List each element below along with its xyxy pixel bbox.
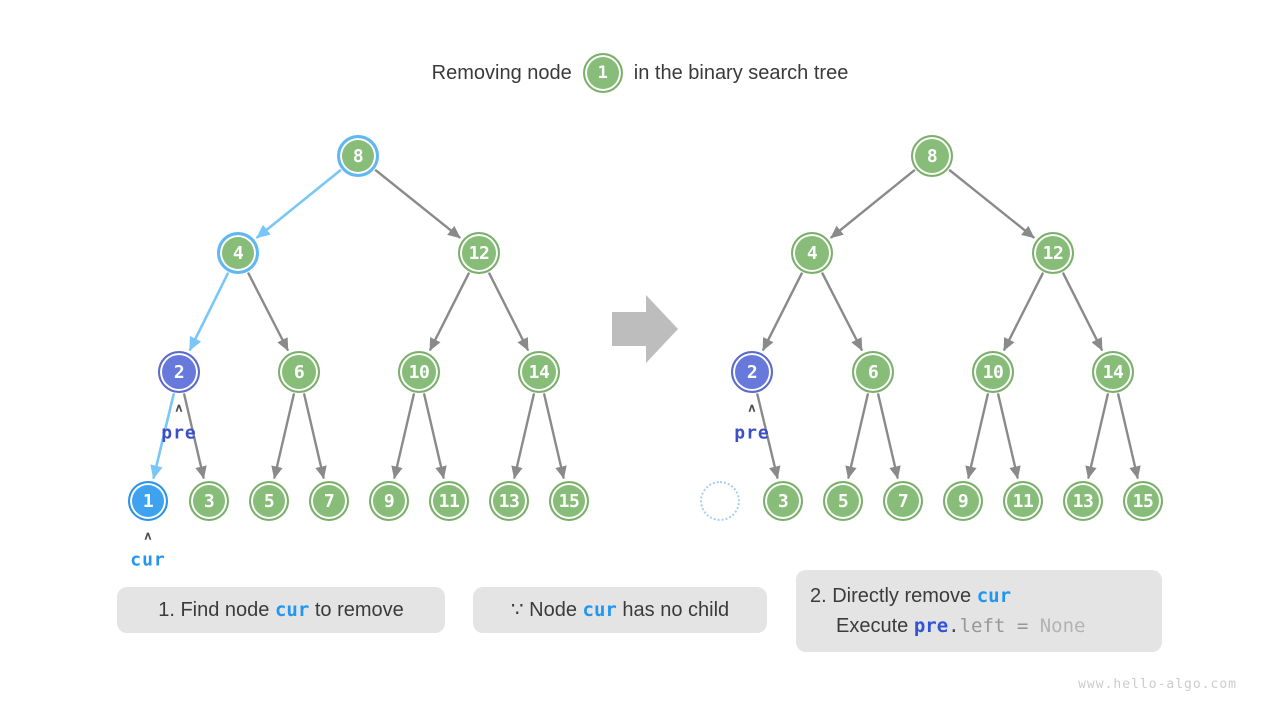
caption-step-1-segment: to remove <box>309 599 404 621</box>
edge-10-11-before <box>423 393 447 480</box>
edge-10-11-after <box>997 393 1021 480</box>
edge-8-4-before <box>256 169 342 239</box>
after-node-14: 14 <box>1092 351 1134 393</box>
after-node-15: 15 <box>1123 481 1163 521</box>
edge-14-15-before <box>543 393 567 480</box>
pre-pointer-caret-before: ∧ <box>174 400 184 415</box>
before-node-1: 1 <box>128 481 168 521</box>
caption-because-line-1: ∵ Node cur has no child <box>487 595 753 625</box>
after-node-4: 4 <box>791 232 833 274</box>
caption-step-2-segment: Execute <box>836 615 914 637</box>
after-node-9: 9 <box>943 481 983 521</box>
caption-step-2-segment: pre <box>913 615 949 637</box>
cur-pointer-label-before: cur <box>130 549 166 571</box>
before-node-8: 8 <box>337 135 379 177</box>
after-node-3: 3 <box>763 481 803 521</box>
edge-12-14-before <box>488 272 529 351</box>
edge-14-13-after <box>1085 393 1109 480</box>
edge-8-12-after <box>948 169 1035 239</box>
after-node-10: 10 <box>972 351 1014 393</box>
after-node-13: 13 <box>1063 481 1103 521</box>
before-node-7: 7 <box>309 481 349 521</box>
caption-step-2-segment: . <box>948 615 960 637</box>
before-node-12: 12 <box>458 232 500 274</box>
title-text-before: Removing node <box>431 61 572 84</box>
edge-8-4-after <box>830 169 916 239</box>
edge-4-6-after <box>821 272 863 352</box>
before-node-4: 4 <box>217 232 259 274</box>
after-node-5: 5 <box>823 481 863 521</box>
caption-step-2-segment: = <box>1005 615 1040 637</box>
caption-because-segment: has no child <box>616 599 730 621</box>
before-node-15: 15 <box>549 481 589 521</box>
caption-step-2-line-2: Execute pre.left = None <box>836 611 1148 641</box>
pre-pointer-caret-after: ∧ <box>747 400 757 415</box>
transition-arrow-icon <box>612 295 678 363</box>
edge-14-15-after <box>1117 393 1141 480</box>
after-node-7: 7 <box>883 481 923 521</box>
caption-step-2-segment: cur <box>976 585 1012 607</box>
before-node-6: 6 <box>278 351 320 393</box>
caption-because-segment: cur <box>582 599 617 621</box>
edge-12-10-after <box>1003 272 1044 351</box>
edge-6-7-before <box>303 393 327 480</box>
edge-4-2-before <box>188 272 230 352</box>
after-node-6: 6 <box>852 351 894 393</box>
title-highlight-node: 1 <box>582 53 623 93</box>
before-node-13: 13 <box>489 481 529 521</box>
watermark: www.hello-algo.com <box>1078 677 1237 692</box>
before-node-11: 11 <box>429 481 469 521</box>
before-node-10: 10 <box>398 351 440 393</box>
before-node-9: 9 <box>369 481 409 521</box>
after-node-12: 12 <box>1032 232 1074 274</box>
edge-12-10-before <box>429 272 470 351</box>
edge-6-7-after <box>877 393 901 480</box>
edge-12-14-after <box>1062 272 1103 351</box>
edge-4-2-after <box>762 272 803 351</box>
caption-step-2-segment: left <box>959 615 1006 637</box>
pre-pointer-label-after: pre <box>734 422 770 444</box>
caption-step-1-line-1: 1. Find node cur to remove <box>131 595 431 625</box>
caption-step-2-line-1: 2. Directly remove cur <box>810 581 1148 611</box>
diagram-title: Removing node 1 in the binary search tre… <box>0 52 1280 94</box>
edge-6-5-after <box>845 393 869 480</box>
edge-6-5-before <box>271 393 295 480</box>
edge-10-9-after <box>965 393 989 480</box>
edge-8-12-before <box>374 169 461 239</box>
caption-step-1: 1. Find node cur to remove <box>117 587 445 633</box>
caption-step-2-segment: 2. Directly remove <box>810 585 977 607</box>
caption-step-2-segment: None <box>1039 615 1086 637</box>
cur-pointer-caret-before: ∧ <box>143 528 153 543</box>
title-text-after: in the binary search tree <box>633 61 849 84</box>
caption-because: ∵ Node cur has no child <box>473 587 767 633</box>
before-node-5: 5 <box>249 481 289 521</box>
before-node-3: 3 <box>189 481 229 521</box>
edge-10-9-before <box>391 393 415 480</box>
after-placeholder-removed-node-1 <box>700 481 740 521</box>
caption-because-segment: ∵ Node <box>510 599 583 621</box>
caption-step-1-segment: 1. Find node <box>158 599 275 621</box>
after-node-8: 8 <box>911 135 953 177</box>
pre-pointer-label-before: pre <box>161 422 197 444</box>
after-node-2: 2 <box>731 351 773 393</box>
before-node-2: 2 <box>158 351 200 393</box>
after-node-11: 11 <box>1003 481 1043 521</box>
edge-4-6-before <box>247 272 289 352</box>
before-node-14: 14 <box>518 351 560 393</box>
caption-step-1-segment: cur <box>274 599 310 621</box>
edge-14-13-before <box>511 393 535 480</box>
